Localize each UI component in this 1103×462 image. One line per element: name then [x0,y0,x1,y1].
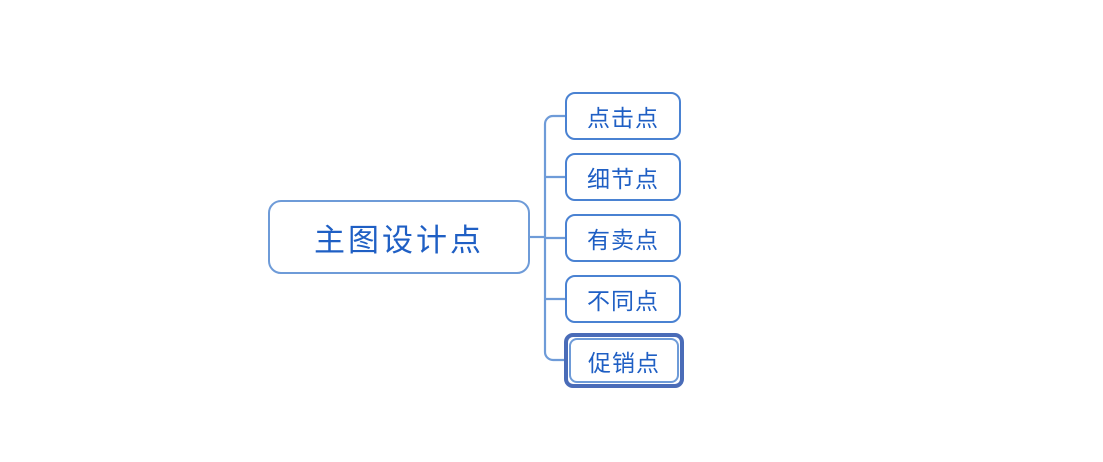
connector-branch-1 [543,114,565,125]
mindmap-root-node[interactable]: 主图设计点 [268,200,530,274]
node-selection-ring [564,333,684,388]
mindmap-child-node-1[interactable]: 点击点 [565,92,681,140]
mindmap-child-node-3[interactable]: 有卖点 [565,214,681,262]
mindmap-child-node-4[interactable]: 不同点 [565,275,681,323]
mindmap-child-node-5-selected[interactable]: 促销点 [569,338,679,383]
mindmap-child-node-2[interactable]: 细节点 [565,153,681,201]
connector-branch-5 [543,351,565,362]
